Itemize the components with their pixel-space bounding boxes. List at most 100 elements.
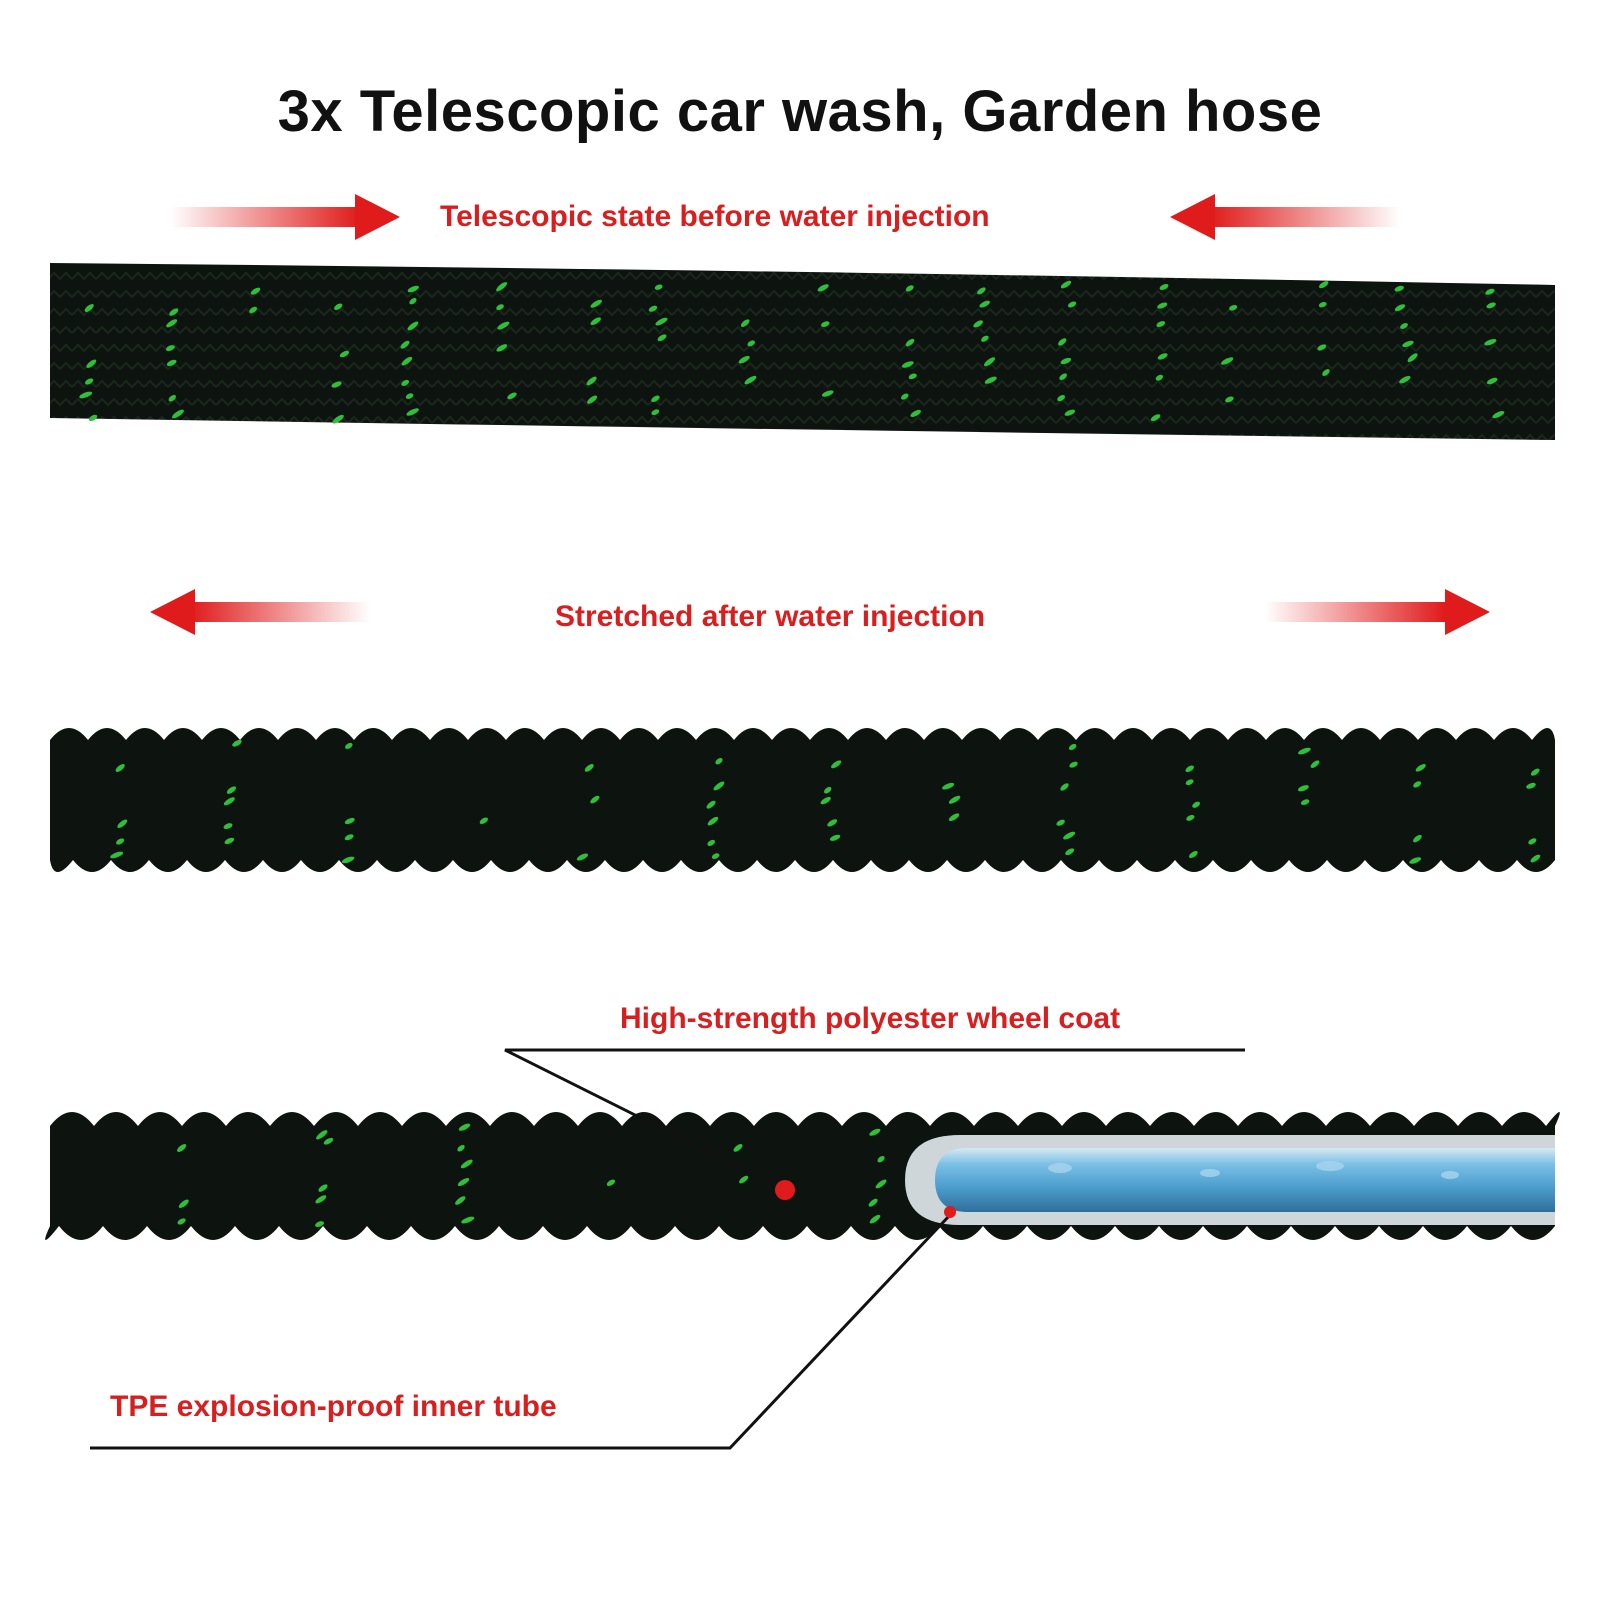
weave-stitch bbox=[479, 817, 488, 824]
caption-inner-tube: TPE explosion-proof inner tube bbox=[110, 1390, 557, 1423]
weave-stitch bbox=[707, 816, 719, 826]
weave-stitch bbox=[1186, 814, 1195, 821]
hose-compressed bbox=[50, 263, 1555, 440]
weave-stitch bbox=[496, 304, 504, 311]
weave-stitch bbox=[1399, 376, 1411, 384]
weave-stitch bbox=[250, 287, 261, 295]
caption-polyester-coat: High-strength polyester wheel coat bbox=[620, 1002, 1121, 1035]
weave-stitch bbox=[1157, 302, 1168, 309]
weave-stitch bbox=[948, 795, 961, 804]
weave-stitch bbox=[979, 300, 990, 308]
weave-stitch bbox=[457, 1178, 470, 1187]
weave-stitch bbox=[875, 1179, 887, 1189]
weave-stitch bbox=[344, 817, 355, 825]
weave-stitch bbox=[1155, 374, 1164, 381]
weave-stitch bbox=[713, 781, 725, 791]
weave-stitch bbox=[169, 308, 179, 316]
weave-stitch bbox=[1492, 411, 1505, 419]
weave-stitch bbox=[249, 306, 257, 314]
weave-stitch bbox=[1322, 369, 1330, 376]
hose-cutaway bbox=[45, 1112, 1560, 1240]
caption-before-injection: Telescopic state before water injection bbox=[440, 200, 990, 233]
weave-stitch bbox=[1060, 357, 1072, 365]
weave-stitch bbox=[651, 395, 660, 403]
weave-stitch bbox=[1063, 831, 1076, 840]
weave-stitch bbox=[576, 853, 589, 861]
weave-stitch bbox=[590, 317, 601, 326]
weave-stitch bbox=[948, 813, 960, 822]
hose-stretched bbox=[50, 728, 1555, 872]
weave-stitch bbox=[323, 1137, 334, 1145]
weave-stitch bbox=[460, 1159, 473, 1169]
weave-stitch bbox=[79, 391, 93, 399]
weave-stitch bbox=[587, 395, 598, 404]
weave-stitch bbox=[455, 1196, 466, 1205]
caption-after-injection: Stretched after water injection bbox=[555, 600, 986, 633]
weave-stitch bbox=[334, 303, 343, 310]
weave-stitch bbox=[226, 786, 237, 794]
weave-stitch bbox=[1394, 304, 1406, 312]
weave-stitch bbox=[331, 381, 342, 388]
weave-stitch bbox=[1221, 357, 1234, 365]
weave-stitch bbox=[1185, 779, 1194, 786]
weave-stitch bbox=[461, 1216, 475, 1224]
weave-stitch bbox=[1057, 394, 1066, 402]
weave-stitch bbox=[172, 409, 184, 419]
weave-stitch bbox=[977, 287, 986, 295]
weave-stitch bbox=[869, 1214, 881, 1224]
weave-stitch bbox=[715, 757, 723, 765]
weave-stitch bbox=[496, 344, 508, 352]
weave-stitch bbox=[89, 414, 98, 422]
weave-stitch bbox=[901, 361, 914, 368]
weave-stitch bbox=[1189, 850, 1198, 859]
weave-stitch bbox=[820, 796, 831, 805]
weave-stitch bbox=[1159, 283, 1169, 291]
weave-stitch bbox=[318, 1184, 328, 1192]
arrow-right-icon bbox=[1265, 589, 1490, 635]
weave-stitch bbox=[166, 319, 178, 328]
weave-stitch bbox=[339, 350, 350, 358]
weave-stitch bbox=[177, 1218, 186, 1225]
weave-stitch bbox=[739, 1175, 749, 1184]
weave-stitch bbox=[1225, 396, 1234, 403]
weave-stitch bbox=[115, 764, 125, 772]
weave-stitch bbox=[905, 285, 914, 292]
weave-stitch bbox=[332, 414, 344, 424]
weave-stitch bbox=[908, 373, 917, 380]
weave-stitch bbox=[584, 764, 594, 772]
weave-stitch bbox=[1156, 321, 1166, 328]
weave-stitch bbox=[1068, 743, 1077, 751]
weave-stitch bbox=[657, 334, 667, 342]
weave-stitch bbox=[1065, 848, 1075, 856]
weave-stitch bbox=[1060, 783, 1069, 791]
weave-stitch bbox=[1486, 377, 1498, 385]
weave-stitch bbox=[1056, 819, 1065, 826]
weave-stitch bbox=[942, 782, 955, 790]
marker-dot bbox=[775, 1180, 795, 1200]
weave-stitch bbox=[1298, 747, 1311, 755]
weave-stitch bbox=[507, 392, 517, 400]
weave-stitch bbox=[166, 359, 177, 367]
weave-stitch bbox=[1484, 339, 1497, 346]
weave-stitch bbox=[824, 786, 832, 794]
weave-stitch bbox=[315, 1195, 327, 1204]
weave-stitch bbox=[401, 379, 410, 387]
weave-stitch bbox=[497, 321, 510, 330]
weave-stitch bbox=[707, 839, 716, 847]
weave-stitch bbox=[1409, 857, 1422, 864]
weave-stitch bbox=[747, 340, 756, 347]
weave-stitch bbox=[868, 1198, 878, 1207]
weave-stitch bbox=[984, 376, 997, 384]
weave-stitch bbox=[223, 797, 235, 806]
weave-stitch bbox=[1530, 768, 1540, 776]
weave-stitch bbox=[1485, 288, 1495, 295]
weave-stitch bbox=[1402, 340, 1414, 348]
weave-stitch bbox=[345, 742, 353, 750]
weave-stitch bbox=[1068, 301, 1077, 308]
arrow-left-icon bbox=[150, 589, 370, 635]
weave-stitch bbox=[1058, 338, 1067, 346]
weave-stitch bbox=[177, 1144, 187, 1152]
weave-stitch bbox=[706, 800, 716, 809]
weave-stitch bbox=[1528, 838, 1537, 845]
